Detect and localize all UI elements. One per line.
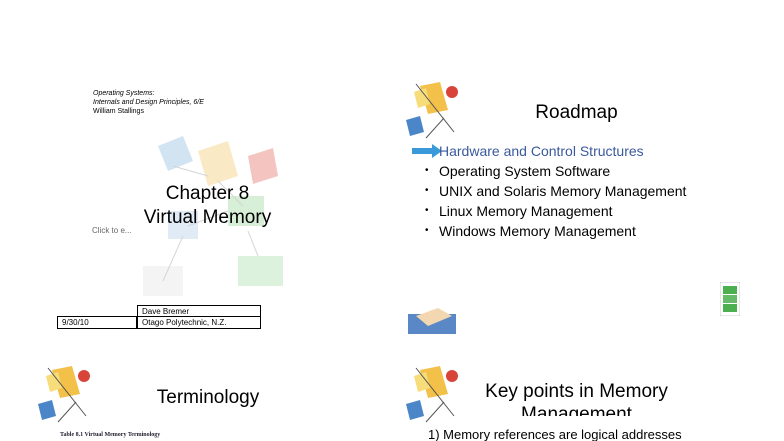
- slide-title: Terminology: [156, 387, 260, 408]
- slide-keypoints[interactable]: Key points in Memory Management 1) Memor…: [404, 366, 744, 441]
- slide-roadmap[interactable]: Roadmap Hardware and Control Structures …: [404, 82, 744, 337]
- network-graphic: [143, 136, 283, 296]
- chapter-title: Virtual Memory: [143, 207, 272, 228]
- key-point: 1) Memory references are logical address…: [428, 427, 682, 441]
- green-server-icon: [720, 282, 740, 316]
- slide-cover[interactable]: Operating Systems: Internals and Design …: [40, 70, 370, 340]
- current-arrow-icon: [412, 144, 442, 158]
- list-item[interactable]: •Operating System Software: [425, 163, 611, 179]
- roadmap-list: Hardware and Control Structures •Operati…: [425, 141, 686, 241]
- list-item[interactable]: •Windows Memory Management: [425, 223, 636, 239]
- list-item[interactable]: Hardware and Control Structures: [439, 143, 644, 159]
- slide-title: Key points in Memory Management: [485, 381, 668, 416]
- table-caption: Table 8.1 Virtual Memory Terminology: [60, 432, 161, 438]
- presenter-box: Dave Bremer: [137, 305, 261, 317]
- list-item[interactable]: •UNIX and Solaris Memory Management: [425, 183, 687, 199]
- cover-meta: Operating Systems: Internals and Design …: [93, 89, 204, 116]
- book-subtitle: Internals and Design Principles, 6/E: [93, 99, 204, 106]
- date-box: 9/30/10: [57, 316, 137, 329]
- book-title: Operating Systems:: [93, 90, 155, 97]
- hand-pointer-icon: [408, 308, 456, 334]
- chapter-number: Chapter 8: [165, 183, 250, 204]
- slide-logo-icon: [406, 366, 458, 423]
- slide-logo-icon: [406, 82, 458, 139]
- author-name: William Stallings: [93, 108, 144, 115]
- slide-title: Roadmap: [535, 102, 618, 123]
- click-hint[interactable]: Click to e...: [92, 226, 132, 235]
- slide-terminology[interactable]: Terminology Table 8.1 Virtual Memory Ter…: [36, 366, 366, 441]
- slide-logo-icon: [38, 366, 90, 423]
- institution-box: Otago Polytechnic, N.Z.: [137, 316, 261, 329]
- list-item[interactable]: •Linux Memory Management: [425, 203, 613, 219]
- chapter-heading: Chapter 8 Virtual Memory: [130, 182, 285, 230]
